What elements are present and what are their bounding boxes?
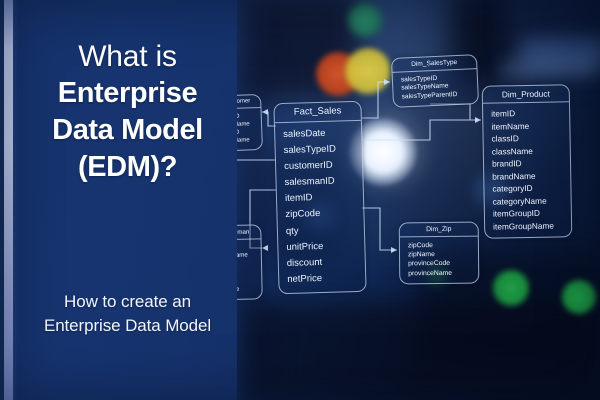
panel-left-edge	[0, 0, 4, 400]
bokeh-green-top	[348, 3, 382, 37]
subtitle-line-1: How to create an	[64, 292, 191, 311]
bokeh-blue	[470, 168, 514, 212]
bokeh-green	[493, 270, 529, 306]
bokeh-green	[424, 262, 450, 288]
bg-block	[452, 0, 512, 88]
bg-light-streak	[500, 60, 600, 78]
bg-block	[515, 0, 600, 75]
title-line-3: Data Model	[52, 114, 203, 146]
accent-stripe	[4, 0, 13, 400]
bg-block	[243, 300, 600, 400]
subtitle-line-2: Enterprise Data Model	[43, 316, 212, 335]
bokeh-green	[562, 280, 596, 314]
bg-light-streak	[520, 38, 600, 66]
bokeh-blue	[300, 196, 340, 236]
title-line-1: What is	[78, 40, 177, 73]
panel-stripe-shadow	[13, 0, 18, 400]
title-line-2: Enterprise	[57, 77, 198, 109]
page-title: What is Enterprise Data Model (EDM)?	[18, 38, 237, 186]
page-subtitle: How to create an Enterprise Data Model	[18, 290, 237, 338]
title-panel: What is Enterprise Data Model (EDM)? How…	[0, 0, 237, 400]
title-line-4: (EDM)?	[77, 151, 178, 183]
